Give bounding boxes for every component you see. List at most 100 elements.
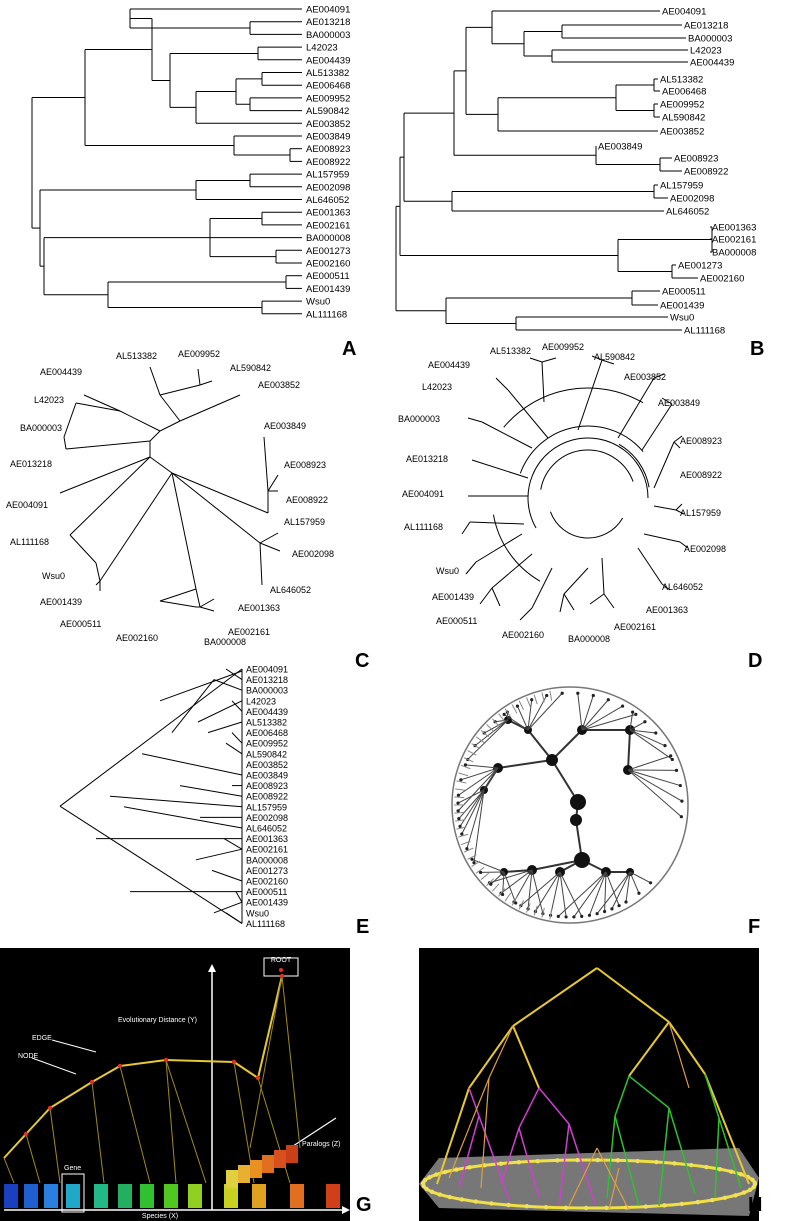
- panel-f-tree: [451, 686, 689, 924]
- tree-edge: [541, 357, 557, 363]
- tree-edge: [171, 472, 197, 590]
- panel-c-label: C: [355, 650, 370, 672]
- tree-edge: [518, 1087, 540, 1129]
- leaf-label: BA000008: [246, 855, 288, 865]
- tree-edge: [211, 869, 243, 882]
- tree-edge: [25, 1107, 51, 1135]
- leaf-node: [741, 1190, 747, 1195]
- tree-edge: [259, 542, 281, 552]
- tree-edge: [235, 891, 243, 903]
- leaf-node: [654, 1159, 659, 1165]
- leaf-label: AE001439: [660, 301, 704, 312]
- leaf-label: BA000003: [306, 30, 350, 41]
- leaf-label: AE003852: [246, 760, 288, 770]
- leaf-node: [575, 1157, 580, 1163]
- leaf-label: AE008923: [306, 144, 350, 155]
- panel-d-label: D: [748, 650, 763, 672]
- leaf-label: AE003849: [658, 398, 700, 408]
- tree-edge: [551, 729, 583, 761]
- leaf-node: [679, 815, 683, 819]
- tree-edge: [497, 759, 553, 769]
- leaf-label: AL157959: [660, 181, 703, 192]
- tree-node: [574, 852, 590, 868]
- tree-edge: [59, 456, 151, 494]
- tree-edge: [629, 871, 640, 894]
- tree-edge: [531, 567, 553, 609]
- leaf-label: AL157959: [306, 170, 349, 181]
- leaf-node: [456, 793, 461, 797]
- tree-edge: [281, 975, 301, 1149]
- tree-edge: [454, 796, 465, 799]
- leaf-label: AE002098: [670, 194, 714, 205]
- leaf-label: L42023: [34, 395, 64, 405]
- tree-edge: [617, 377, 655, 439]
- leaf-label: BA000008: [204, 637, 246, 647]
- leaf-node: [459, 1197, 465, 1202]
- tree-edge: [149, 456, 173, 474]
- leaf-label: AE003849: [598, 142, 642, 153]
- paralog-bar: [286, 1145, 298, 1163]
- tree-edge: [675, 503, 683, 511]
- panel-b-label: B: [750, 338, 765, 360]
- y-axis-label: Evolutionary Distance (Y): [118, 1017, 197, 1024]
- tree-edge: [718, 1117, 742, 1189]
- boundary-circle: [451, 686, 689, 924]
- node-label: NODE: [18, 1053, 39, 1060]
- paralog-bar: [262, 1155, 274, 1173]
- leaf-label: AE008923: [680, 436, 722, 446]
- paralog-bar: [238, 1165, 250, 1183]
- paralog-bar: [274, 1150, 286, 1168]
- leaf-node: [738, 1172, 743, 1177]
- leaf-label: AL646052: [666, 207, 709, 218]
- tree-edge: [629, 721, 646, 731]
- leaf-label: AE002098: [246, 813, 288, 823]
- leaf-label: AL513382: [246, 718, 287, 728]
- panel-e-label: E: [356, 916, 370, 938]
- y-axis-arrow: [208, 964, 216, 972]
- tree-edge: [588, 871, 607, 916]
- tree-edge: [668, 1021, 690, 1089]
- leaf-label: Wsu0: [436, 566, 459, 576]
- leaf-label: AL590842: [594, 352, 635, 362]
- leaf-node: [635, 1158, 640, 1164]
- leaf-label: AE009952: [246, 739, 288, 749]
- leaf-node: [460, 832, 464, 836]
- tree-edge: [563, 593, 575, 611]
- leaf-node: [545, 693, 549, 698]
- tree-edge: [159, 670, 243, 702]
- tree-edge: [467, 750, 477, 756]
- leaf-node: [603, 909, 607, 914]
- tree-edge: [149, 430, 161, 442]
- tree-edge: [468, 1087, 480, 1117]
- tree-edge: [454, 811, 465, 814]
- tree-node: [47, 1105, 53, 1111]
- tree-edge: [65, 440, 151, 450]
- leaf-label: AE008922: [680, 470, 722, 480]
- root-node: [279, 968, 283, 972]
- panel-c-tree: AE004091AE013218BA000003L42023AE004439AL…: [6, 349, 334, 647]
- tree-edge: [628, 1021, 670, 1077]
- leaf-label: AL590842: [306, 106, 349, 117]
- leaf-label: AL157959: [246, 802, 287, 812]
- panel-g-background: [0, 948, 350, 1221]
- leaf-node: [729, 1169, 734, 1174]
- tree-edge: [627, 729, 631, 771]
- tree-edge: [531, 859, 583, 871]
- leaf-label: BA000008: [712, 248, 756, 259]
- tree-edge: [455, 788, 466, 791]
- tree-edge: [603, 593, 615, 609]
- tree-edge: [581, 713, 636, 731]
- tree-edge: [456, 826, 467, 830]
- tree-edge: [529, 357, 543, 363]
- leaf-node: [482, 1163, 487, 1168]
- tree-edge: [465, 561, 477, 575]
- root-label: ROOT: [271, 957, 292, 964]
- tree-edge: [471, 858, 505, 873]
- leaf-node: [654, 731, 658, 735]
- leaf-label: AL111168: [10, 537, 49, 547]
- tree-edge: [641, 403, 673, 451]
- gene-bar: [140, 1184, 154, 1208]
